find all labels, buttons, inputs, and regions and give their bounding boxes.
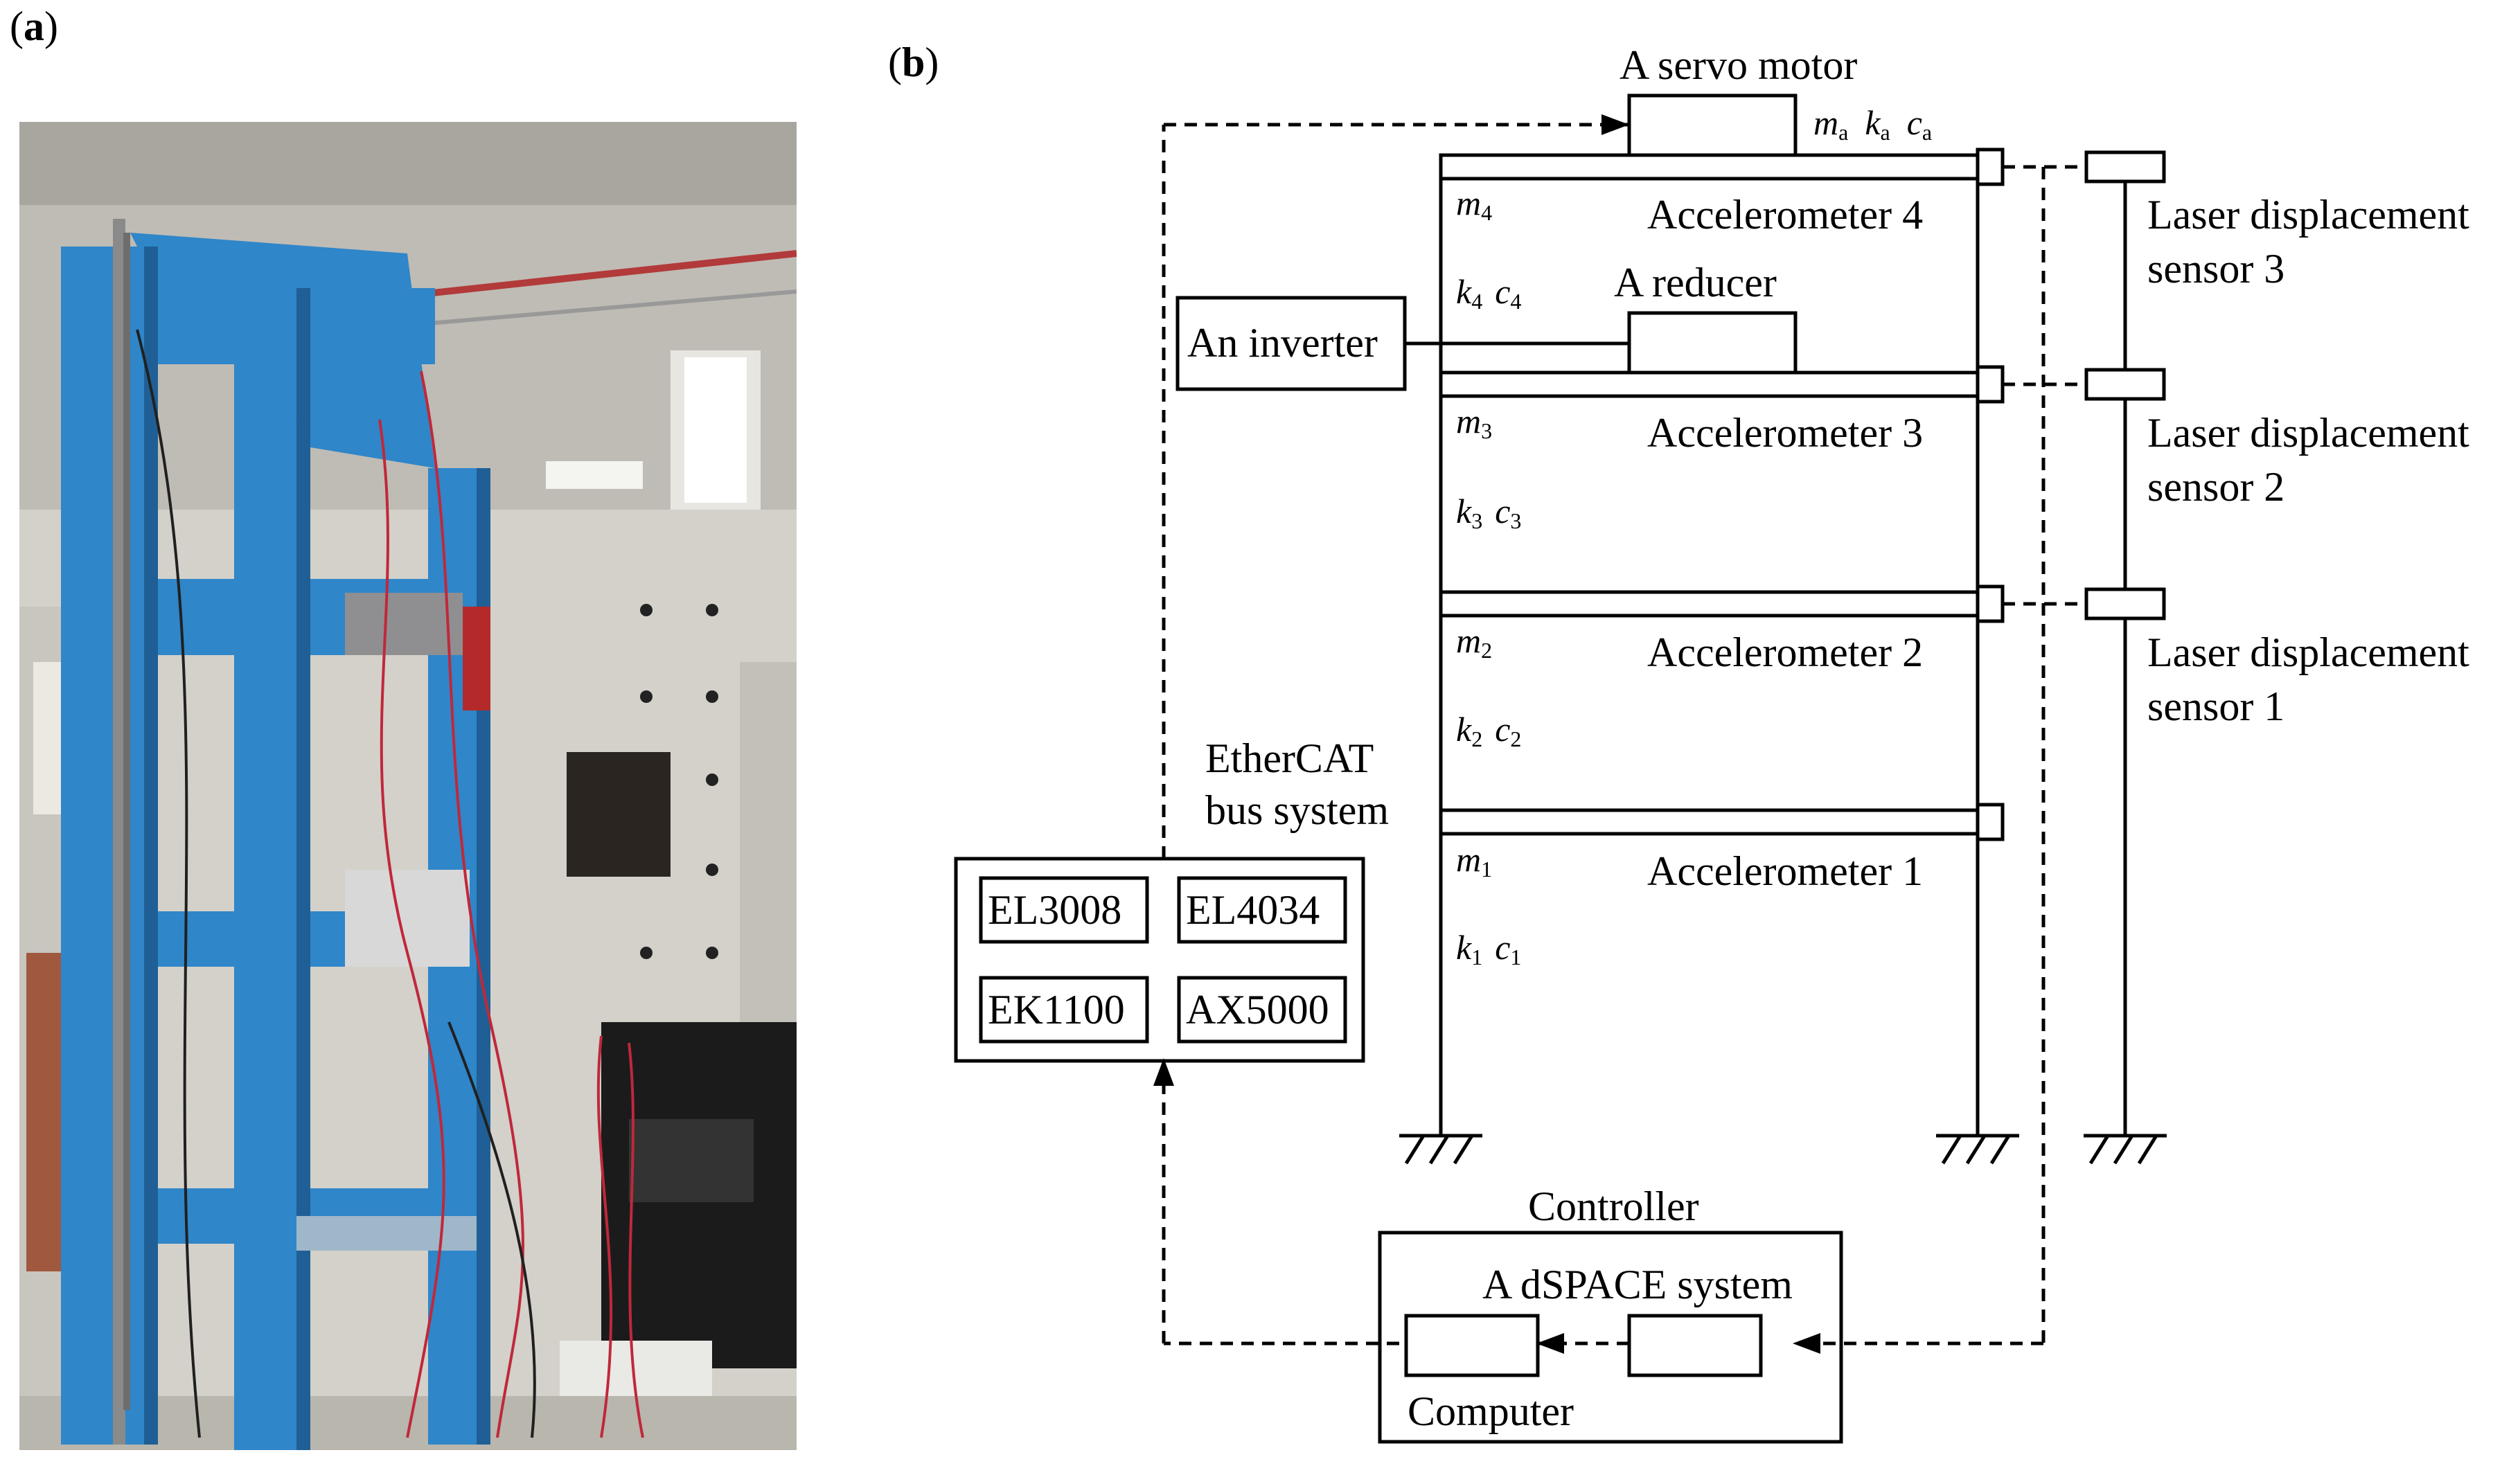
laser-sensor-boxes [2084,150,2166,620]
mass-2: m2 [1456,621,1492,663]
laser-sensor-1-label-2: sensor 1 [2147,683,2284,729]
test-rig-photo-illustration [19,122,797,1450]
frame-columns [1439,155,2127,1136]
module-boxes [979,876,1347,1044]
servo-motor-label: A servo motor [1620,42,1857,88]
computer-label: Computer [1408,1388,1574,1434]
controller-label: Controller [1528,1183,1699,1229]
dspace-label: A dSPACE system [1482,1262,1793,1307]
ground-supports [1399,1134,2167,1165]
panel-a-label: (a) [10,3,58,49]
computer-box [1404,1314,1540,1377]
accelerometer-2-label: Accelerometer 2 [1647,629,1923,675]
mass-3: m3 [1456,402,1492,443]
ethercat-label: EtherCAT [1205,735,1374,781]
signal-bus [1153,114,2046,1354]
mass-1: m1 [1456,840,1492,882]
laser-sensor-1-label-1: Laser displacement [2147,629,2469,675]
test-rig-photo [19,122,797,1450]
module-el4034: EL4034 [1186,887,1320,933]
ethercat-box [954,857,1365,1063]
bus-system-label: bus system [1205,787,1389,833]
laser-sensor-2-label-2: sensor 2 [2147,464,2284,510]
laser-sensor-3-label-2: sensor 3 [2147,246,2284,292]
accelerometer-4-label: Accelerometer 4 [1647,192,1923,238]
laser-sensor-3-label-1: Laser displacement [2147,192,2469,238]
module-el3008: EL3008 [988,887,1121,933]
reducer-box [1627,311,1798,375]
panel-a-letter: a [23,3,44,49]
controller-box [1378,1231,1843,1444]
accelerometer-3-label: Accelerometer 3 [1647,410,1923,456]
panel-b-letter: b [901,39,925,85]
laser-sensor-2-label-1: Laser displacement [2147,410,2469,456]
servo-motor-box [1627,93,1798,157]
accelerometer-boxes [1976,148,2005,841]
inverter-label: An inverter [1187,320,1378,366]
dspace-box [1627,1314,1763,1377]
accelerometer-1-label: Accelerometer 1 [1647,848,1923,894]
module-ax5000: AX5000 [1186,987,1329,1033]
panel-b-label: (b) [888,39,939,85]
mass-4: m4 [1456,184,1492,225]
module-ek1100: EK1100 [988,987,1125,1033]
reducer-label: A reducer [1614,260,1777,305]
